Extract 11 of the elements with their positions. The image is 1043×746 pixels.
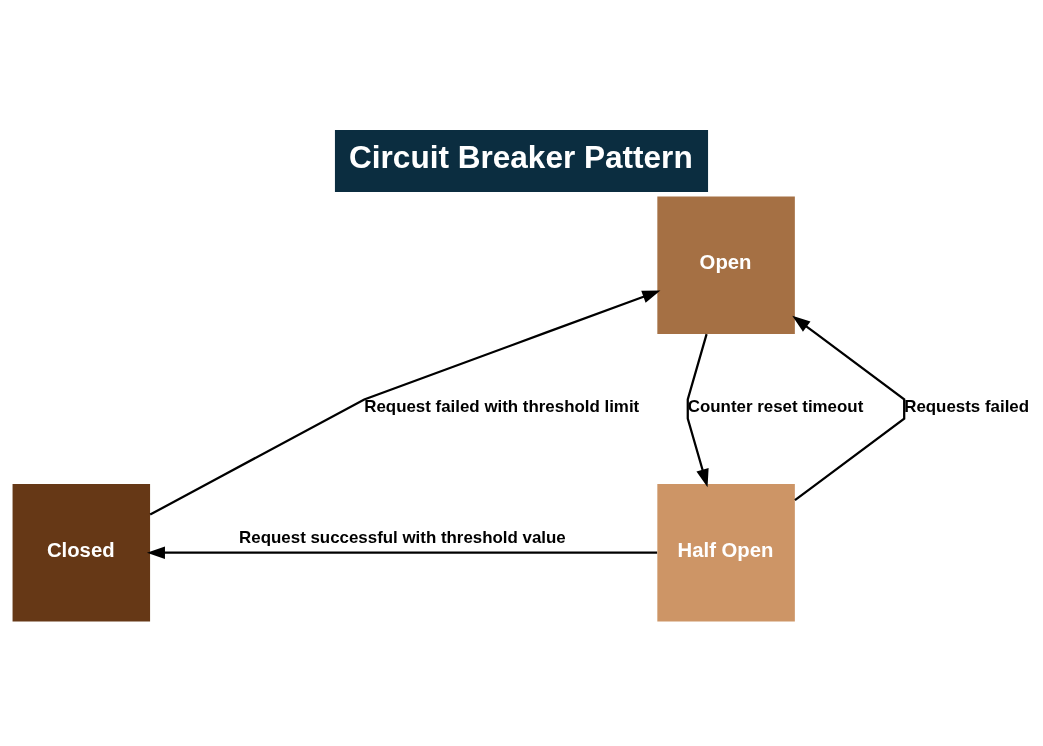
arrow bbox=[792, 315, 906, 501]
diagram-title: Circuit Breaker Pattern bbox=[349, 138, 693, 175]
arrow bbox=[149, 290, 661, 516]
node-box: Closed bbox=[12, 483, 151, 621]
node-box: Open bbox=[657, 196, 795, 334]
edge-label: Request failed with threshold limit bbox=[364, 396, 640, 416]
arrow bbox=[146, 545, 658, 559]
node-box: Half Open bbox=[657, 483, 795, 621]
edge-label: Requests failed bbox=[904, 396, 1030, 416]
arrow bbox=[686, 333, 709, 487]
edge-label: Request successful with threshold value bbox=[239, 527, 566, 547]
